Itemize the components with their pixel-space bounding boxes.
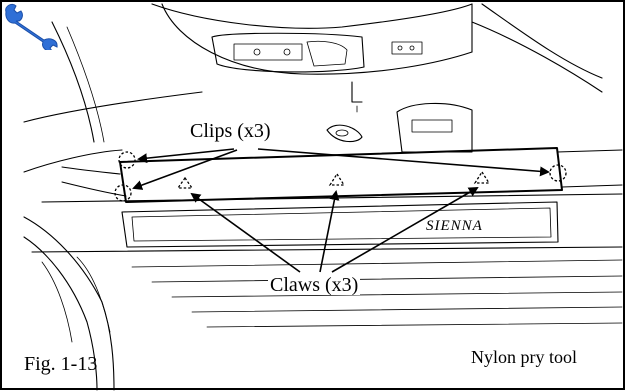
- clip-marker: [118, 151, 136, 169]
- claw-marker: [328, 172, 346, 186]
- claw-marker: [176, 176, 194, 189]
- claw-arrows: [190, 186, 479, 273]
- tool-label: Nylon pry tool: [471, 347, 577, 367]
- clip-arrows: [132, 148, 550, 190]
- clip-marker: [549, 164, 567, 182]
- lower-left-trim: [23, 216, 115, 391]
- claws-callout: Claws (x3): [268, 274, 361, 296]
- wrench-icon: [5, 3, 58, 50]
- claw-markers: [176, 170, 491, 189]
- clip-marker: [114, 184, 132, 202]
- clip-markers: [114, 151, 567, 202]
- figure-number: Fig. 1-13: [24, 353, 98, 375]
- sienna-badge: SIENNA: [426, 218, 483, 234]
- door-panel-outline: [23, 3, 603, 173]
- claw-marker: [473, 170, 491, 184]
- clips-callout: Clips (x3): [188, 120, 273, 142]
